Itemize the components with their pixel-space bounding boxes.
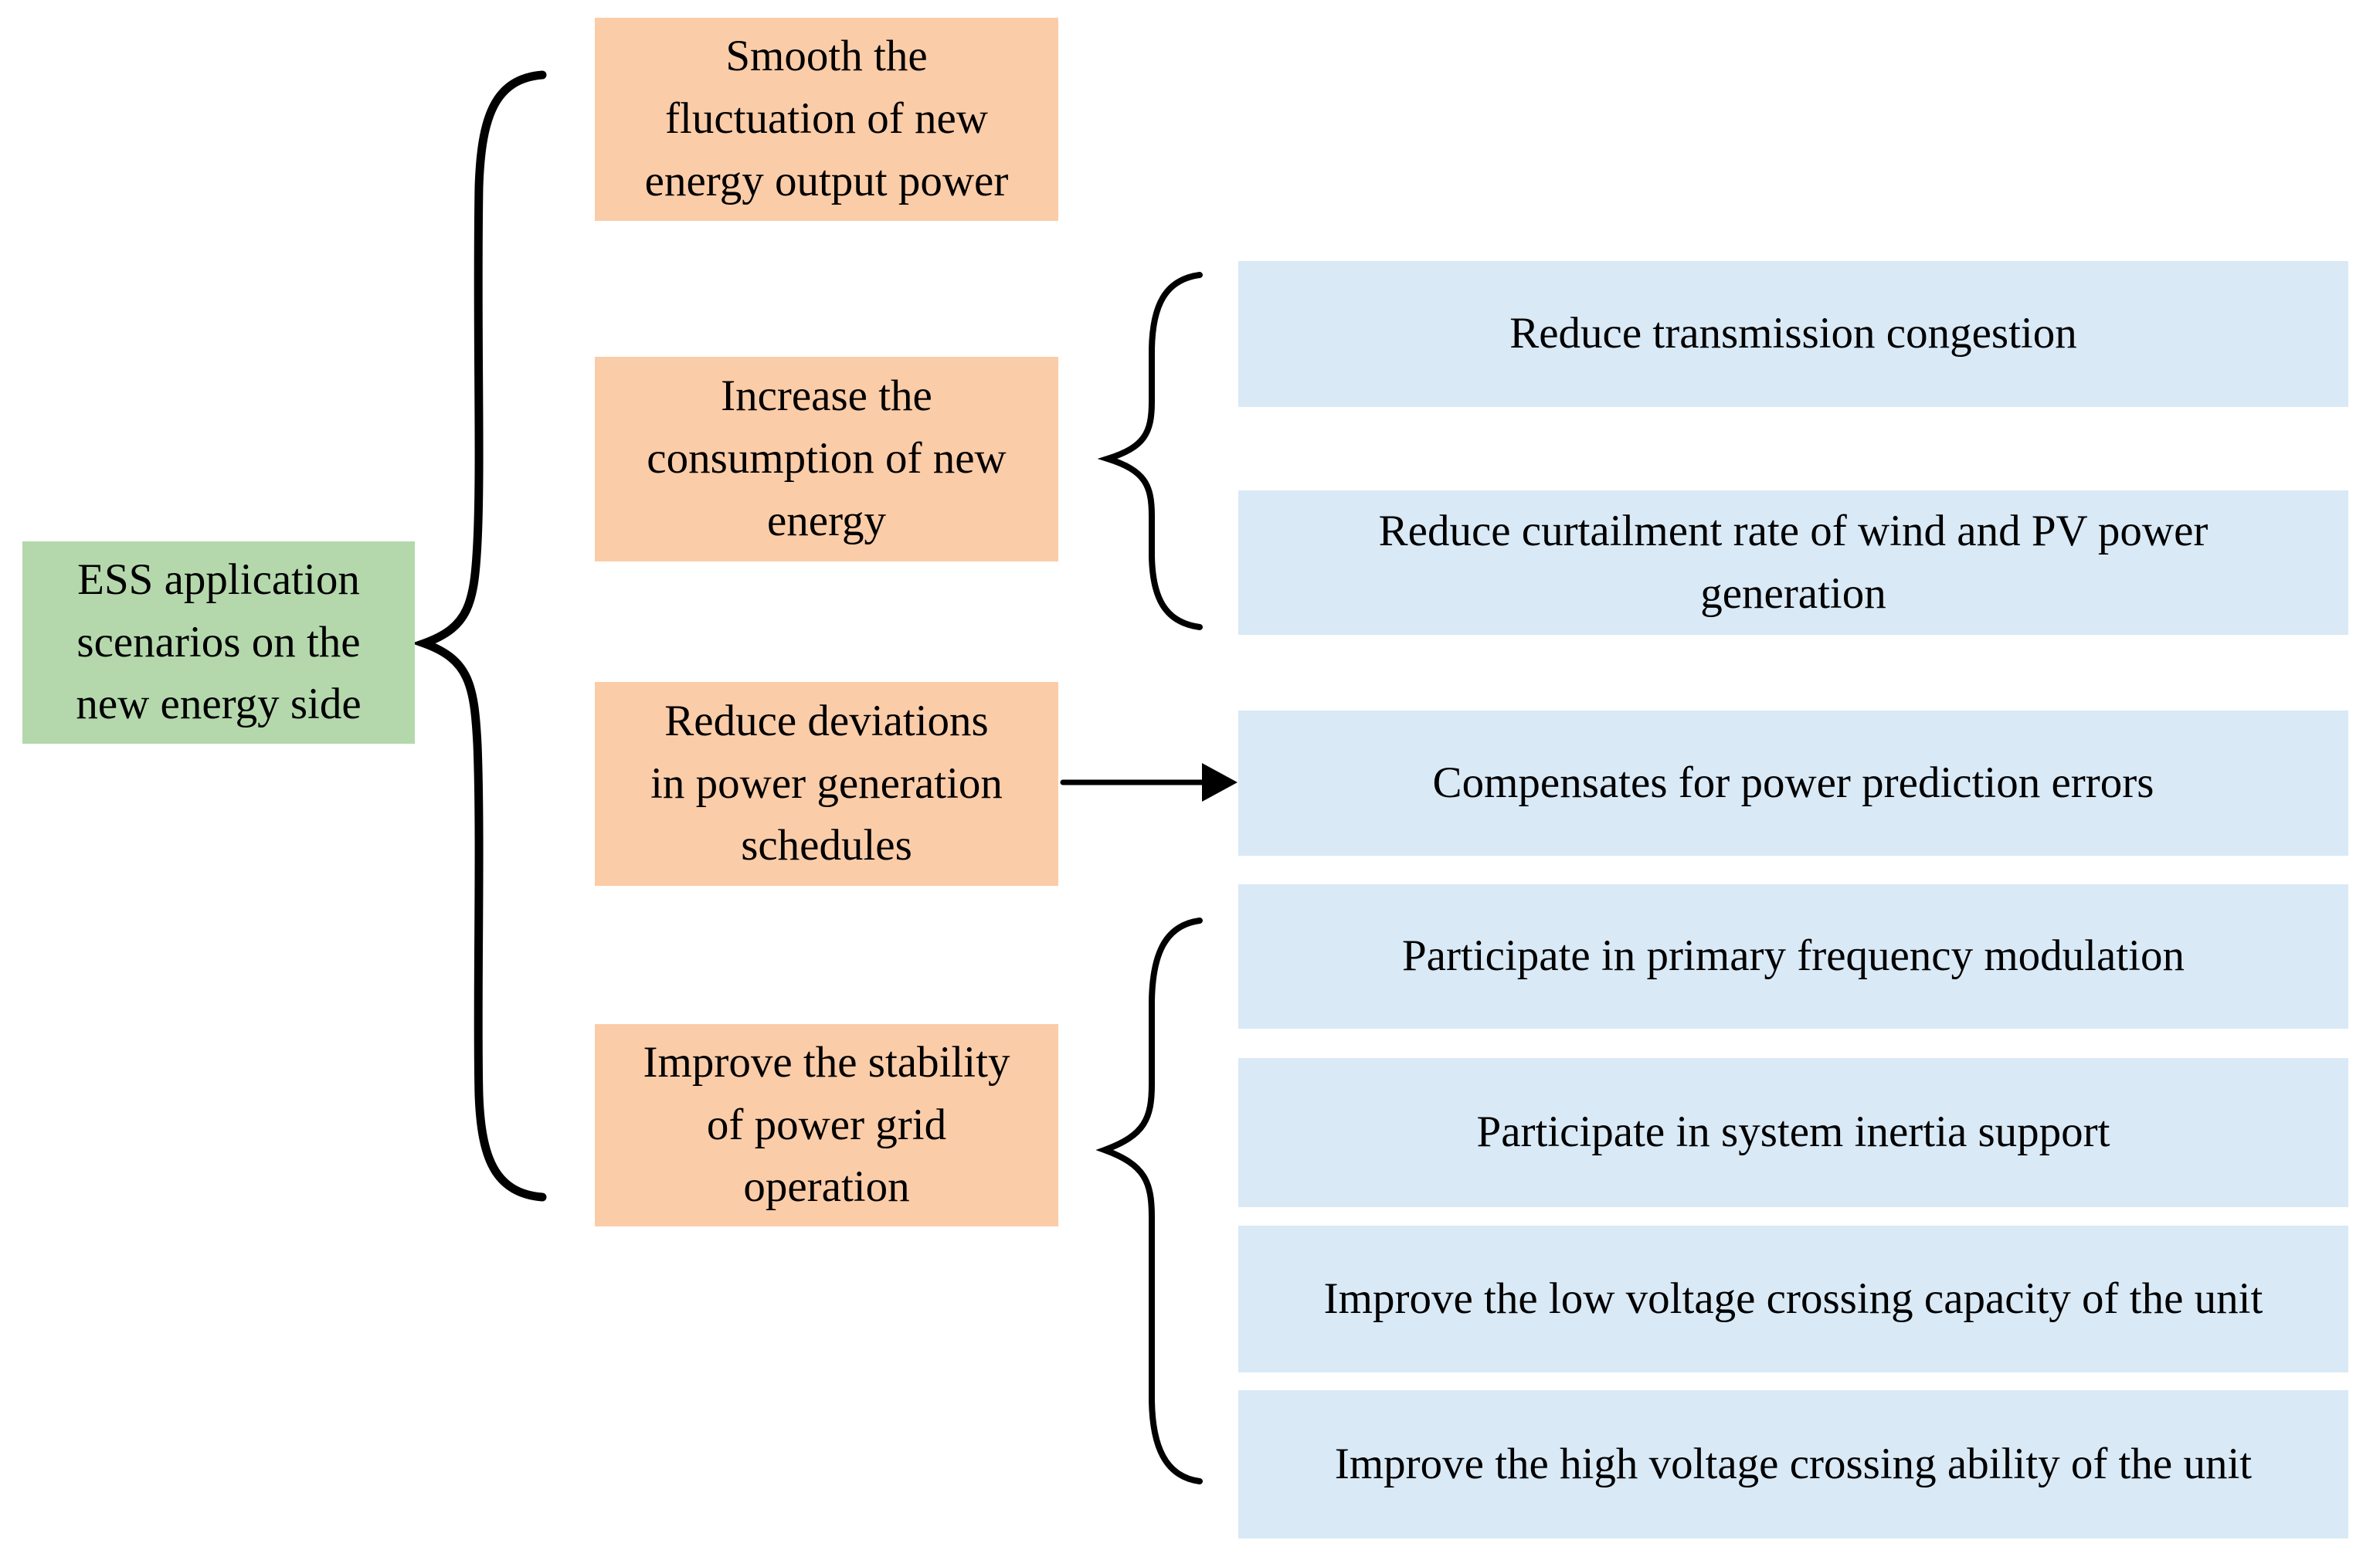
leaf-node-primary-frequency-modulation: Participate in primary frequency modulat… — [1238, 884, 2348, 1029]
branch-node-increase-consumption: Increase the consumption of new energy — [595, 357, 1058, 561]
leaf-node-low-voltage-crossing: Improve the low voltage crossing capacit… — [1238, 1226, 2348, 1372]
branch-node-smooth-fluctuation: Smooth the fluctuation of new energy out… — [595, 18, 1058, 221]
root-node-ess-application-scenarios: ESS application scenarios on the new ene… — [22, 541, 415, 744]
leaf-node-compensates-prediction-errors: Compensates for power prediction errors — [1238, 711, 2348, 856]
consumption-curly-brace-icon — [1097, 272, 1203, 630]
leaf-node-reduce-transmission-congestion: Reduce transmission congestion — [1238, 261, 2348, 407]
leaf-node-reduce-curtailment-rate: Reduce curtailment rate of wind and PV p… — [1238, 490, 2348, 635]
root-curly-brace-icon — [411, 70, 547, 1202]
leaf-node-system-inertia-support: Participate in system inertia support — [1238, 1058, 2348, 1207]
branch-node-improve-stability: Improve the stability of power grid oper… — [595, 1024, 1058, 1226]
schedule-arrow-head-icon — [1202, 763, 1238, 802]
leaf-node-high-voltage-crossing: Improve the high voltage crossing abilit… — [1238, 1390, 2348, 1538]
branch-node-reduce-deviations: Reduce deviations in power generation sc… — [595, 682, 1058, 886]
stability-curly-brace-icon — [1095, 918, 1203, 1484]
